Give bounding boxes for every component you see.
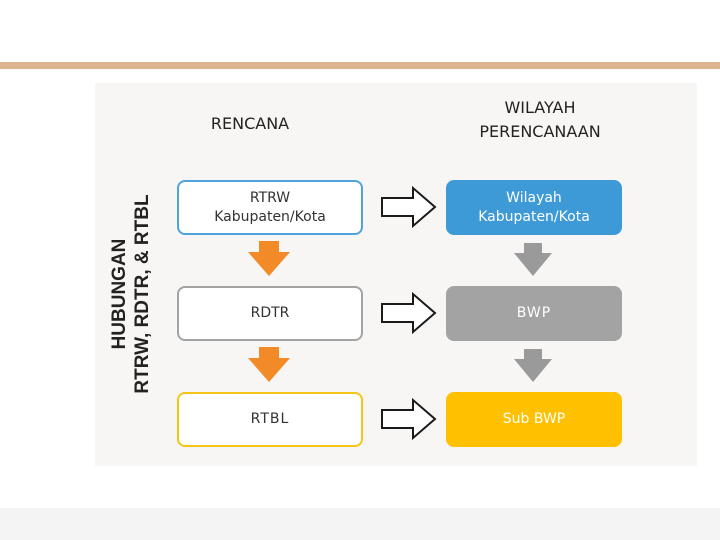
- down-arrow-icon: [248, 347, 290, 382]
- area-box-wilayah-line2: Kabupaten/Kota: [478, 208, 590, 225]
- column-header-rencana: RENCANA: [210, 114, 290, 133]
- column-header-wilayah-line1: WILAYAH: [504, 98, 576, 117]
- column-header-wilayah: WILAYAH PERENCANAAN: [440, 96, 640, 144]
- footer-band: [0, 508, 720, 540]
- plan-box-rtrw: RTRW Kabupaten/Kota: [177, 180, 363, 235]
- right-arrow-icon: [381, 291, 437, 335]
- down-arrow-icon: [514, 349, 552, 382]
- area-box-wilayah-kabupaten: Wilayah Kabupaten/Kota: [446, 180, 622, 235]
- column-header-wilayah-line2: PERENCANAAN: [479, 122, 601, 141]
- plan-box-rtrw-line2: Kabupaten/Kota: [214, 208, 326, 225]
- down-arrow-icon: [248, 241, 290, 276]
- area-box-bwp: BWP: [446, 286, 622, 341]
- area-box-sub-bwp: Sub BWP: [446, 392, 622, 447]
- plan-box-rtrw-line1: RTRW: [249, 189, 291, 206]
- vertical-title-line1: HUBUNGAN: [109, 238, 130, 350]
- right-arrow-icon: [381, 397, 437, 441]
- area-box-wilayah-line1: Wilayah: [506, 189, 562, 206]
- vertical-title: HUBUNGAN RTRW, RDTR, & RTBL: [108, 174, 154, 414]
- plan-box-rtbl: RTBL: [177, 392, 363, 447]
- plan-box-rdtr: RDTR: [177, 286, 363, 341]
- top-accent-rule: [0, 62, 720, 69]
- vertical-title-line2: RTRW, RDTR, & RTBL: [132, 194, 153, 394]
- right-arrow-icon: [381, 185, 437, 229]
- down-arrow-icon: [514, 243, 552, 276]
